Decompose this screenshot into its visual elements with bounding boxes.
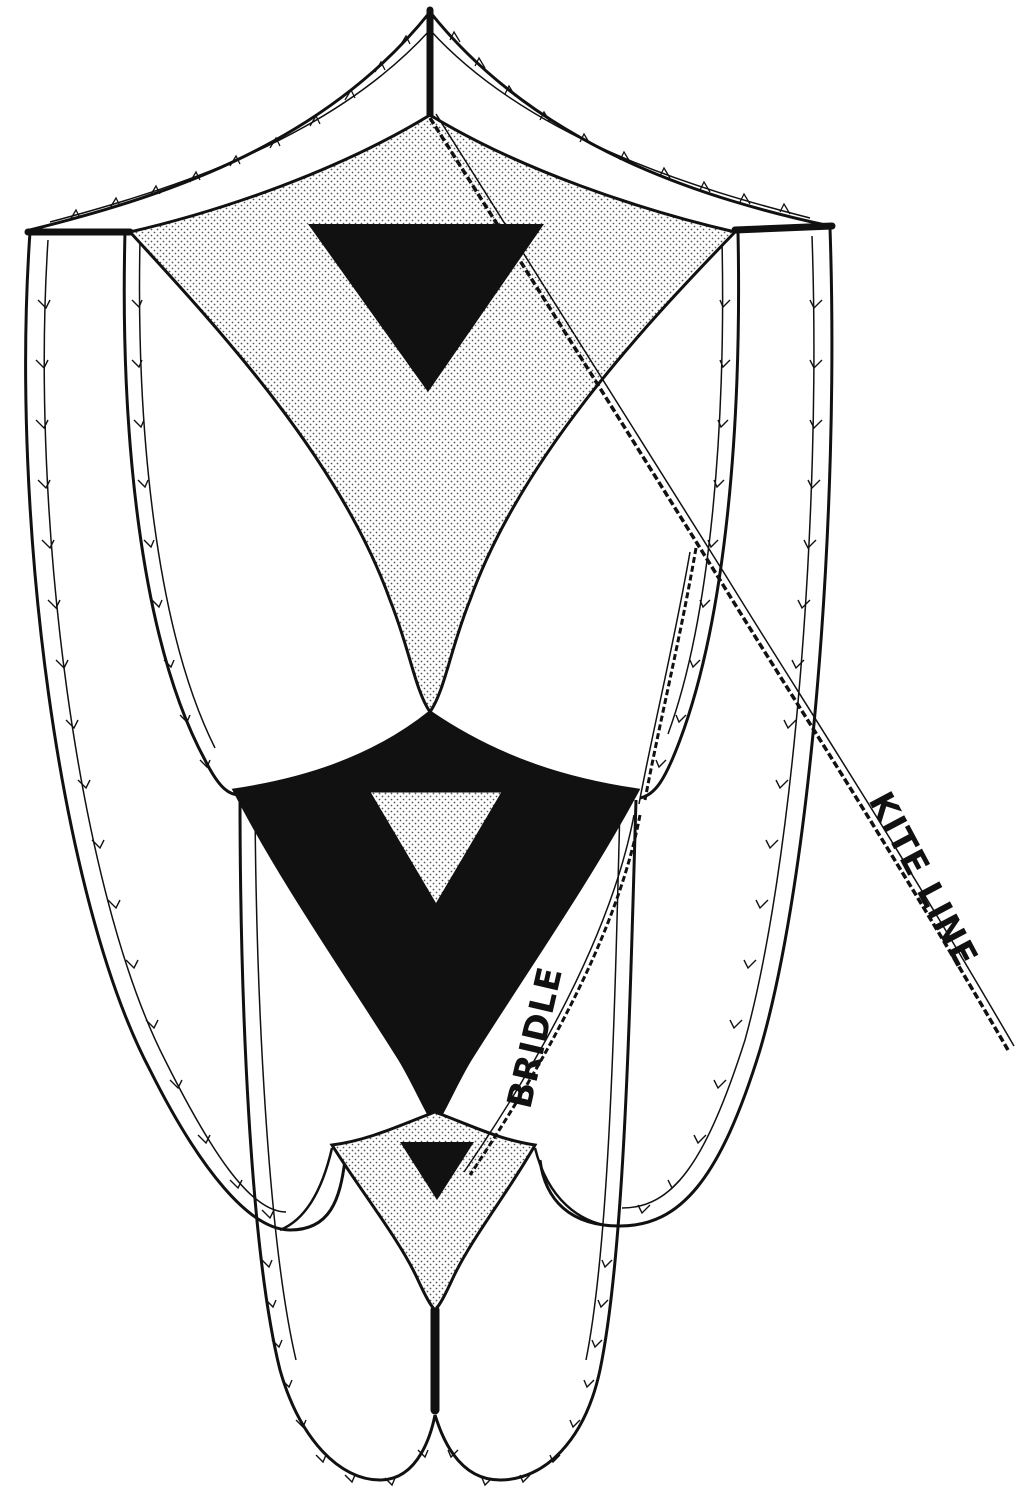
lower-sail bbox=[332, 1112, 535, 1310]
middle-sail bbox=[234, 712, 638, 1125]
label-kite-line: KITE LINE bbox=[860, 785, 986, 974]
upper-sail bbox=[130, 115, 735, 712]
